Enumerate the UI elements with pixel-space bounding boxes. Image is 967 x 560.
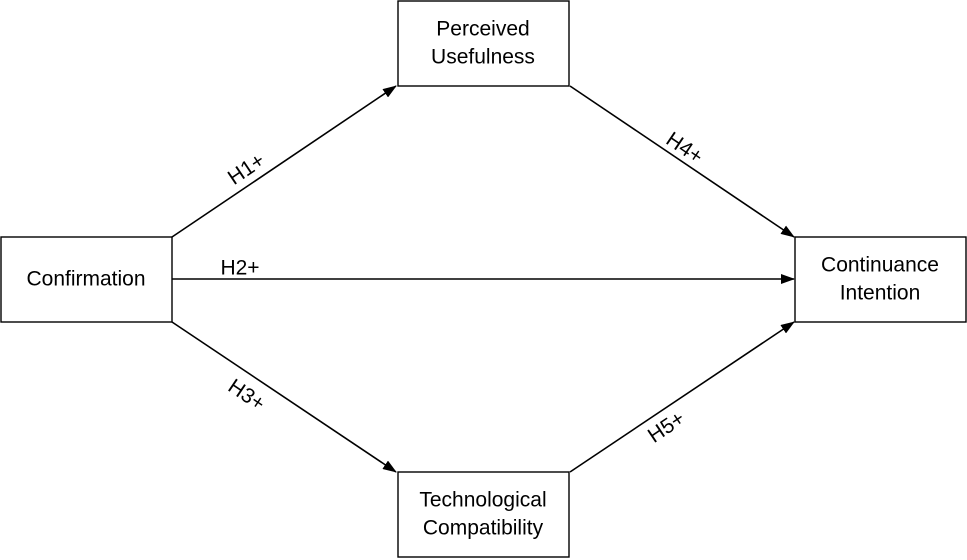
edge-h2-label: H2+ (220, 257, 259, 280)
edge-h4-arrow (569, 85, 795, 238)
node-technological-compatibility-label-line1: Technological (419, 489, 546, 512)
node-confirmation: Confirmation (0, 236, 173, 323)
node-perceived-usefulness: Perceived Usefulness (397, 0, 570, 87)
edge-h3 (171, 321, 397, 473)
edge-h4 (569, 85, 795, 238)
node-confirmation-label: Confirmation (26, 268, 145, 291)
node-perceived-usefulness-label-line2: Usefulness (431, 46, 535, 69)
node-perceived-usefulness-label-line1: Perceived (436, 18, 529, 41)
edge-h1-arrow (171, 85, 397, 238)
node-continuance-intention-label-line2: Intention (840, 282, 921, 305)
edge-h5 (569, 321, 795, 473)
edge-h3-arrow (171, 321, 397, 473)
node-continuance-intention: Continuance Intention (794, 236, 967, 323)
edge-h1 (171, 85, 397, 238)
edge-h5-label: H5+ (644, 407, 689, 448)
edge-h3-label: H3+ (224, 375, 269, 416)
edge-h5-arrow (569, 321, 795, 473)
node-continuance-intention-label-line1: Continuance (821, 254, 939, 277)
node-technological-compatibility-label-line2: Compatibility (423, 517, 544, 540)
edge-h1-label: H1+ (224, 149, 269, 190)
node-technological-compatibility: Technological Compatibility (397, 471, 570, 558)
